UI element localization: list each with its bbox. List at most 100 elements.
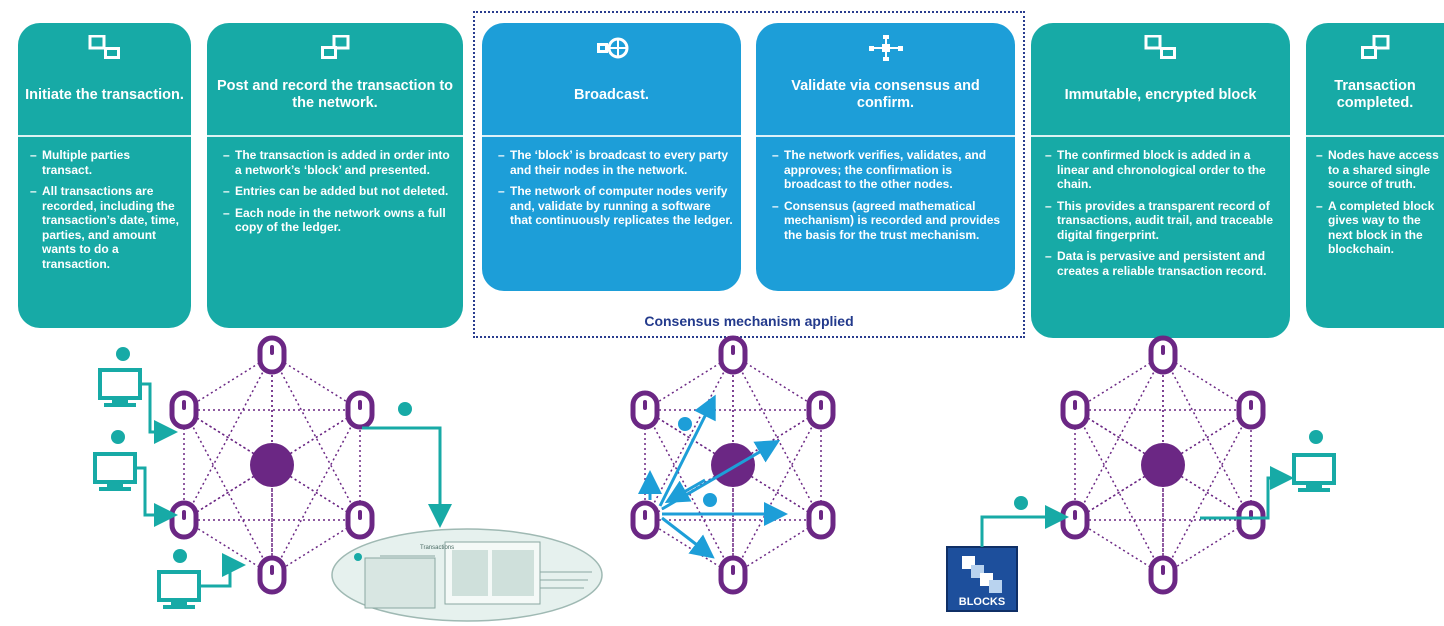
network-node-mark <box>270 565 274 575</box>
network-node-mark <box>270 345 274 355</box>
divider <box>207 135 463 137</box>
network-diagram-broadcast <box>630 335 836 595</box>
network-hub <box>711 443 755 487</box>
network-link <box>1162 519 1252 576</box>
step-bullet: The transaction is added in order into a… <box>223 148 455 177</box>
step-title: Post and record the transaction to the n… <box>216 78 454 111</box>
step-card-initiate: Initiate the transaction. Multiple parti… <box>18 23 191 328</box>
data-dot <box>398 402 412 416</box>
step-bullet: The network verifies, validates, and app… <box>772 148 1007 192</box>
network-link <box>644 354 734 411</box>
step-card-post-record: Post and record the transaction to the n… <box>207 23 463 328</box>
arrow <box>362 426 452 528</box>
network-link <box>271 354 361 521</box>
step-bullet: Each node in the network owns a full cop… <box>223 206 455 235</box>
network-link <box>644 409 734 576</box>
step-bullet: The network of computer nodes verify and… <box>498 184 733 228</box>
step-bullet: This provides a transparent record of tr… <box>1045 199 1282 243</box>
network-node-mark <box>1073 400 1077 410</box>
step-bullet: All transactions are recorded, including… <box>30 184 183 271</box>
step-card-broadcast: Broadcast. The ‘block’ is broadcast to e… <box>482 23 741 291</box>
divider <box>1031 135 1290 137</box>
network-node-mark <box>358 400 362 410</box>
network-node-mark <box>1161 565 1165 575</box>
network-link <box>1162 409 1252 576</box>
step-title: Validate via consensus and confirm. <box>791 78 980 111</box>
network-link <box>183 409 273 576</box>
network-link <box>732 354 822 521</box>
consensus-region <box>473 11 1025 338</box>
network-hub <box>250 443 294 487</box>
blocks-icon: BLOCKS <box>946 546 1018 612</box>
broadcast-arrows <box>638 394 788 559</box>
network-node-mark <box>819 510 823 520</box>
consensus-icon <box>868 35 903 61</box>
arrow <box>199 553 246 588</box>
network-hub <box>1141 443 1185 487</box>
network-node-mark <box>819 400 823 410</box>
ledger-illustration: Transactions <box>331 528 603 622</box>
broadcast-icon <box>596 37 628 59</box>
arrow <box>980 505 1069 547</box>
network-link <box>183 354 273 521</box>
network-link <box>183 354 273 411</box>
network-node-mark <box>643 510 647 520</box>
network-link <box>1074 519 1164 576</box>
arrow <box>135 466 178 527</box>
network-node-mark <box>731 565 735 575</box>
divider <box>756 135 1015 137</box>
transaction-icon <box>88 35 120 59</box>
network-link <box>183 519 273 576</box>
data-dot <box>678 417 692 431</box>
consensus-label: Consensus mechanism applied <box>644 313 854 329</box>
data-dot <box>1014 496 1028 510</box>
network-link <box>1162 354 1252 411</box>
step-title: Broadcast. <box>574 86 649 103</box>
arrow <box>140 382 178 444</box>
blocks-label: BLOCKS <box>959 596 1005 608</box>
network-link <box>1162 354 1252 521</box>
network-node-mark <box>1073 510 1077 520</box>
step-bullet: Entries can be added but not deleted. <box>223 184 455 199</box>
block-icon <box>1144 35 1176 59</box>
step-bullet: A completed block gives way to the next … <box>1316 199 1442 257</box>
step-bullet: Multiple parties transact. <box>30 148 183 177</box>
step-title: Immutable, encrypted block <box>1064 86 1257 103</box>
divider <box>482 135 741 137</box>
network-link <box>732 409 822 576</box>
network-link <box>1074 354 1164 411</box>
network-link <box>1074 409 1164 576</box>
network-node-mark <box>182 510 186 520</box>
receiving-computer <box>1292 430 1336 492</box>
completed-icon <box>1361 35 1390 59</box>
step-bullet: Consensus (agreed mathematical mechanism… <box>772 199 1007 243</box>
network-link <box>732 354 822 411</box>
step-title: Transaction completed. <box>1334 78 1416 111</box>
network-diagram-post <box>169 335 375 595</box>
party-computer-3 <box>157 549 201 609</box>
network-link <box>1074 354 1164 521</box>
ledger-label: Transactions <box>420 545 454 551</box>
step-card-validate: Validate via consensus and confirm. The … <box>756 23 1015 291</box>
network-link <box>271 354 361 411</box>
network-node-mark <box>1249 400 1253 410</box>
step-card-immutable-block: Immutable, encrypted block The confirmed… <box>1031 23 1290 338</box>
network-link <box>271 519 361 576</box>
step-title: Initiate the transaction. <box>25 86 184 103</box>
party-computer-2 <box>93 430 137 491</box>
data-dot <box>703 493 717 507</box>
step-card-completed: Transaction completed. Nodes have access… <box>1306 23 1444 328</box>
network-node-mark <box>1161 345 1165 355</box>
network-link <box>271 409 361 576</box>
step-bullet: Nodes have access to a shared single sou… <box>1316 148 1442 192</box>
step-bullet: Data is pervasive and persistent and cre… <box>1045 249 1282 278</box>
network-node-mark <box>358 510 362 520</box>
record-icon <box>321 35 350 59</box>
network-link <box>732 519 822 576</box>
divider <box>18 135 191 137</box>
step-bullet: The ‘block’ is broadcast to every party … <box>498 148 733 177</box>
divider <box>1306 135 1444 137</box>
party-computer-1 <box>98 347 142 407</box>
network-node-mark <box>182 400 186 410</box>
